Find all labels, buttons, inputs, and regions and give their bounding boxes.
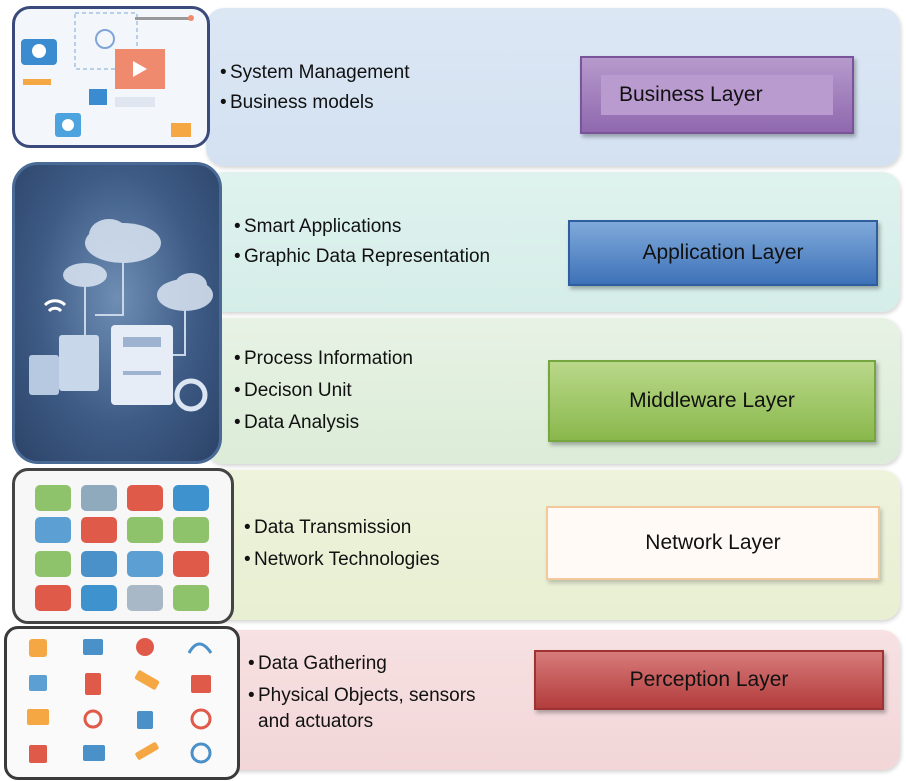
application-layer-label: Application Layer [568, 220, 878, 286]
business-points: •System Management •Business models [220, 58, 410, 118]
network-point: •Data Transmission [244, 517, 412, 538]
middleware-point: •Data Analysis [234, 412, 360, 433]
middleware-point: •Process Information [234, 348, 413, 369]
perception-point-continuation: and actuators [258, 711, 374, 732]
middleware-point: •Decison Unit [234, 380, 352, 401]
application-point: •Smart Applications [234, 216, 402, 237]
business-point: •System Management [220, 62, 410, 83]
perception-point: •Data Gathering [248, 653, 387, 674]
business-layer-label: Business Layer [580, 56, 854, 134]
network-points: •Data Transmission •Network Technologies [244, 512, 440, 576]
perception-point: •Physical Objects, sensors [248, 685, 476, 706]
business-point: •Business models [220, 92, 374, 113]
sensor-device-icons-grid [4, 626, 240, 780]
application-points: •Smart Applications •Graphic Data Repres… [234, 212, 490, 272]
application-point: •Graphic Data Representation [234, 246, 491, 267]
app-interface-illustration [12, 6, 210, 148]
cloud-network-illustration [12, 162, 222, 464]
middleware-points: •Process Information •Decison Unit •Data… [234, 343, 413, 439]
network-layer-label: Network Layer [546, 506, 880, 580]
network-technology-icons-grid [12, 468, 234, 624]
perception-points: •Data Gathering •Physical Objects, senso… [248, 648, 476, 738]
middleware-layer-label: Middleware Layer [548, 360, 876, 442]
network-point: •Network Technologies [244, 549, 440, 570]
perception-layer-label: Perception Layer [534, 650, 884, 710]
